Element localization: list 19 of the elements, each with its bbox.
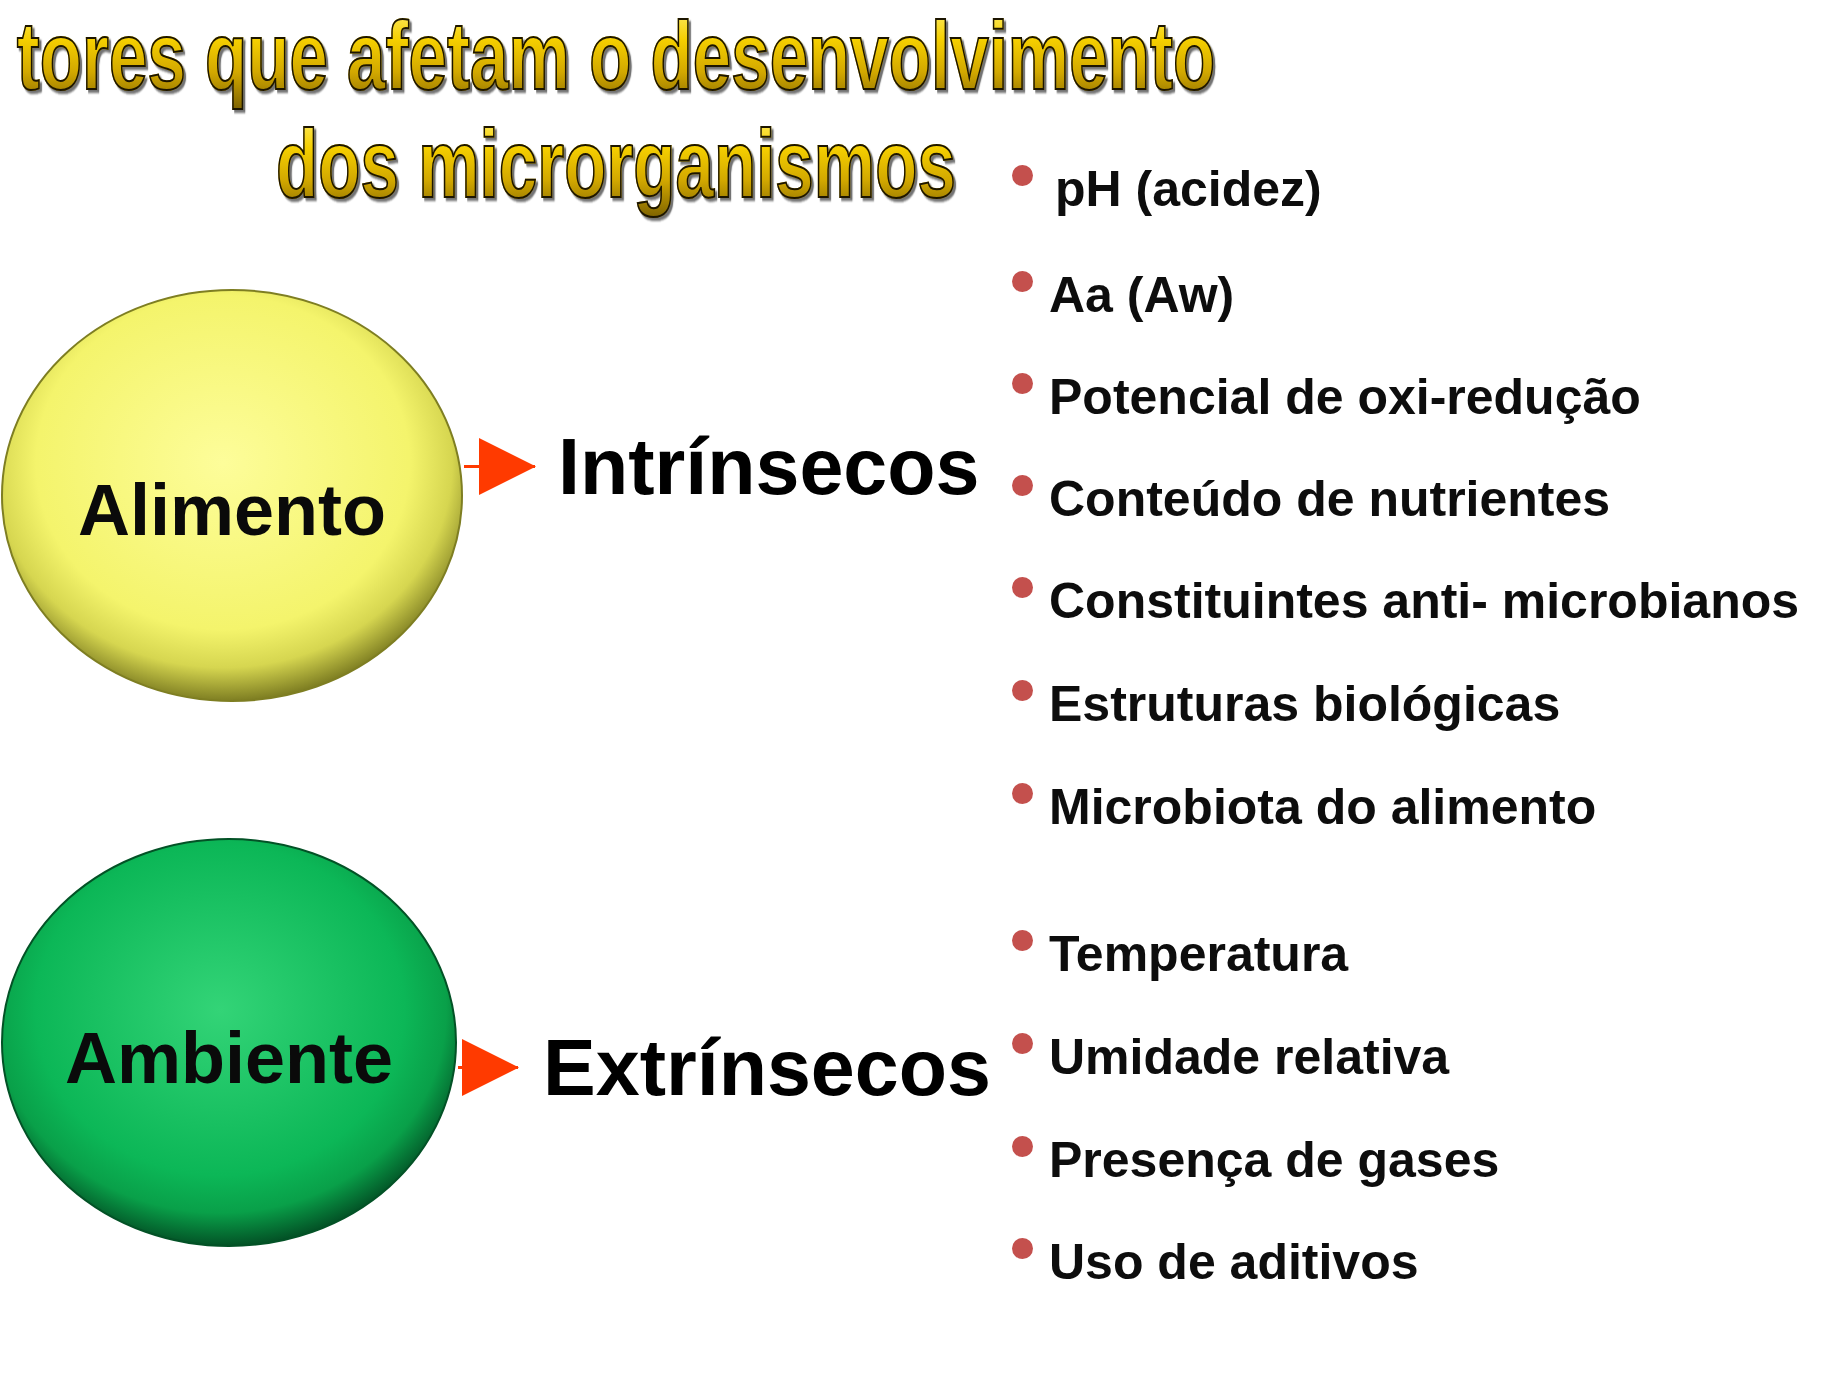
category-heading: Intrínsecos	[535, 421, 980, 512]
factor-text: Presença de gases	[1049, 1131, 1500, 1189]
factor-text: Uso de aditivos	[1049, 1233, 1419, 1291]
factor-text: Temperatura	[1049, 925, 1349, 983]
category-ellipse	[0, 837, 458, 1248]
factor-text: Microbiota do alimento	[1049, 778, 1597, 836]
factor-text: Aa (Aw)	[1049, 266, 1235, 324]
category-ellipse	[0, 288, 464, 703]
factor-text: Conteúdo de nutrientes	[1049, 470, 1611, 528]
ellipse-label: Alimento	[77, 468, 387, 551]
factor-text: pH (acidez)	[1055, 160, 1322, 218]
arrow	[464, 438, 536, 495]
factor-text: Umidade relativa	[1049, 1028, 1450, 1086]
factor-text: Potencial de oxi-redução	[1049, 368, 1641, 426]
arrow	[458, 1039, 519, 1096]
factor-text: Constituintes anti- microbianos	[1049, 572, 1800, 630]
category-heading: Extrínsecos	[518, 1022, 991, 1113]
factor-text: Estruturas biológicas	[1049, 675, 1561, 733]
ellipse-label: Ambiente	[63, 1016, 394, 1099]
